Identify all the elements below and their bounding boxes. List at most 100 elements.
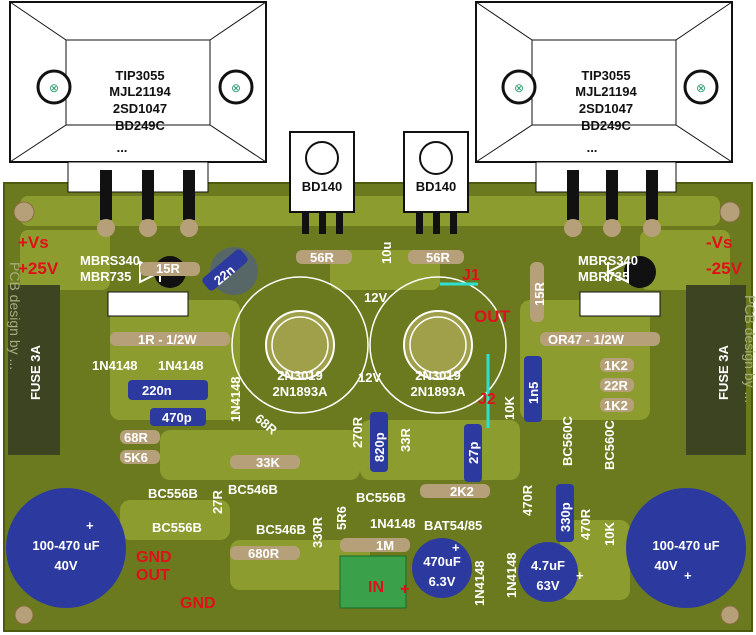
r68r-label: 68R	[124, 430, 148, 445]
q-2n3019-left: 2N3019 2N1893A	[231, 276, 369, 414]
r470r-b-label: 470R	[578, 508, 593, 540]
svg-text:⊗: ⊗	[696, 81, 706, 95]
driver-left-label: BD140	[302, 179, 342, 194]
l10u-label: 10u	[379, 242, 394, 264]
resistor-bodies	[110, 250, 660, 560]
c820p-label: 820p	[372, 432, 387, 462]
pt-right-line-4: ...	[587, 140, 598, 155]
cap-4u7: 4.7uF 63V +	[518, 542, 584, 602]
q2-l1: 2N3019	[415, 368, 461, 383]
cap-right-l2: 40V	[654, 558, 677, 573]
r2k2-label: 2K2	[450, 484, 474, 499]
z12v-mid-label: 12V	[358, 370, 381, 385]
svg-text:+: +	[576, 568, 584, 583]
r27r-label: 27R	[210, 490, 225, 514]
r270r-label: 270R	[350, 416, 365, 448]
d1n4148-b-label: 1N4148	[158, 358, 204, 373]
bc556b-a-label: BC556B	[148, 486, 198, 501]
r680r-label: 680R	[248, 546, 280, 561]
component-labels: 15R 56R 56R 10u 12V 12V J1 OUT 15R 1R - …	[92, 242, 628, 612]
r15r-left-label: 15R	[156, 261, 180, 276]
j2-label: J2	[478, 391, 496, 408]
cap-470uf: 470uF 6.3V +	[412, 538, 472, 598]
r10k-b-label: 10K	[602, 522, 617, 546]
supply-pos-vs: +Vs	[18, 233, 49, 252]
r1m-label: 1M	[376, 538, 394, 553]
fuse-right-label: FUSE 3A	[716, 344, 731, 400]
r330r-label: 330R	[310, 516, 325, 548]
diode-right-l1: MBRS340	[578, 253, 638, 268]
cap-big-right: 100-470 uF 40V +	[626, 488, 746, 608]
blue-caps	[128, 356, 574, 542]
gnd-label: GND	[180, 595, 216, 612]
supply-neg-25v: -25V	[706, 259, 743, 278]
watermark-right: PCB design by ...	[742, 295, 756, 403]
bc546b-a-label: BC546B	[228, 482, 278, 497]
fuse-right-body	[686, 285, 746, 455]
r0r47-label: OR47 - 1/2W	[548, 332, 625, 347]
r33r-label: 33R	[398, 428, 413, 452]
cap-mid1-l1: 470uF	[423, 554, 461, 569]
diode-right-l2: MBR735	[578, 269, 629, 284]
pt-left-line-1: MJL21194	[109, 84, 171, 99]
fuse-left-body	[8, 285, 60, 455]
bat54-label: BAT54/85	[424, 518, 482, 533]
q1-l1: 2N3019	[277, 368, 323, 383]
pt-right-line-2: 2SD1047	[579, 101, 633, 116]
power-transistor-left: ⊗ ⊗ TIP3055 MJL21194 2SD1047 BD249C ...	[9, 1, 267, 237]
cap-left-l1: 100-470 uF	[32, 538, 99, 553]
d1n4148-e-label: 1N4148	[472, 560, 487, 606]
in-label: IN	[368, 579, 384, 596]
gnd-out-l1: GND	[136, 549, 172, 566]
r10k-a-label: 10K	[502, 396, 517, 420]
svg-text:+: +	[86, 518, 94, 533]
d1n4148-d-label: 1N4148	[370, 516, 416, 531]
q2-l2: 2N1893A	[411, 384, 467, 399]
z12v-top-label: 12V	[364, 290, 387, 305]
r1k2-b-label: 1K2	[604, 398, 628, 413]
r1r-label: 1R - 1/2W	[138, 332, 197, 347]
cap-right-l1: 100-470 uF	[652, 538, 719, 553]
pt-left-line-0: TIP3055	[115, 68, 164, 83]
d1n4148-c-label: 1N4148	[228, 376, 243, 422]
svg-text:⊗: ⊗	[514, 81, 524, 95]
pt-right-line-3: BD249C	[581, 118, 631, 133]
diode-right: MBRS340 MBR735	[578, 253, 661, 317]
bc556b-c-label: BC556B	[356, 490, 406, 505]
r5r6-label: 5R6	[334, 506, 349, 530]
cap-22n: 22n	[202, 247, 258, 295]
r22r-label: 22R	[604, 378, 628, 393]
cap-big-left: 100-470 uF 40V +	[6, 488, 126, 608]
pt-left-line-4: ...	[117, 140, 128, 155]
q1-l2: 2N1893A	[273, 384, 329, 399]
c27p-label: 27p	[466, 442, 481, 464]
pt-left-line-2: 2SD1047	[113, 101, 167, 116]
d1n4148-a-label: 1N4148	[92, 358, 138, 373]
svg-text:⊗: ⊗	[231, 81, 241, 95]
power-transistor-right: ⊗ ⊗ TIP3055 MJL21194 2SD1047 BD249C ...	[475, 1, 733, 237]
pt-left-line-3: BD249C	[115, 118, 165, 133]
in-plus: +	[400, 581, 409, 598]
diode-left: MBRS340 MBR735	[80, 253, 189, 317]
r33k-label: 33K	[256, 455, 280, 470]
c330p-label: 330p	[558, 502, 573, 532]
pt-right-line-0: TIP3055	[581, 68, 630, 83]
input-connector	[339, 555, 407, 609]
c470p-label: 470p	[162, 410, 192, 425]
svg-text:⊗: ⊗	[49, 81, 59, 95]
gnd-out-l2: OUT	[136, 567, 170, 584]
driver-right: BD140	[403, 131, 469, 234]
cap-mid2-l2: 63V	[536, 578, 559, 593]
r15r-right-label: 15R	[532, 282, 547, 306]
pt-right-line-1: MJL21194	[575, 84, 637, 99]
r1k2-a-label: 1K2	[604, 358, 628, 373]
q-2n3019-right: 2N3019 2N1893A	[369, 276, 507, 414]
r56r-left-label: 56R	[310, 250, 334, 265]
bc560c-a-label: BC560C	[560, 416, 575, 466]
mounting-holes	[13, 201, 741, 625]
diode-left-l2: MBR735	[80, 269, 131, 284]
fuse-left-label: FUSE 3A	[28, 344, 43, 400]
c1n5-label: 1n5	[526, 382, 541, 404]
supply-pos-25v: +25V	[18, 259, 59, 278]
